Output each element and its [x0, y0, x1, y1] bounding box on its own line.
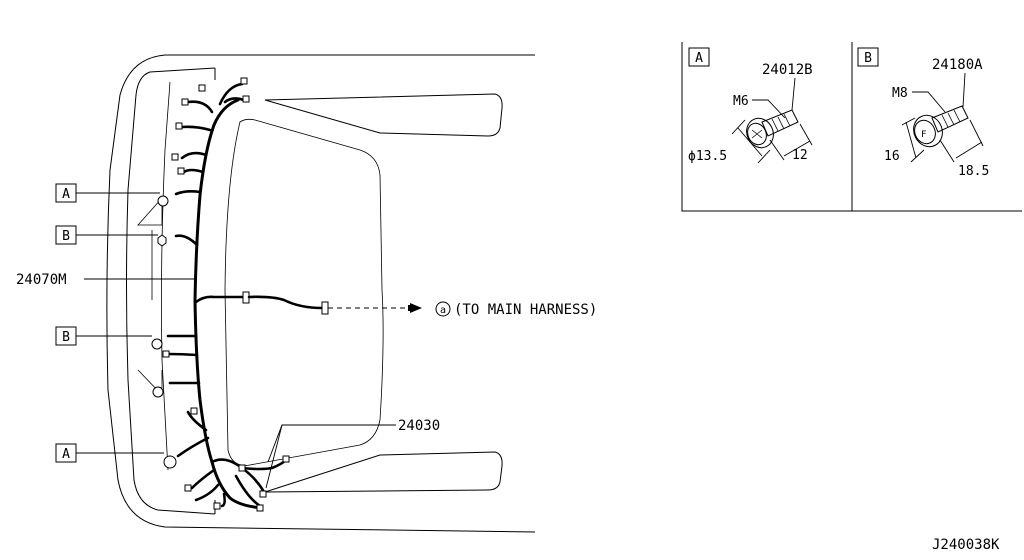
bolt-m8-icon: F [913, 105, 969, 148]
svg-text:F: F [921, 130, 926, 140]
callout-a-bottom: A [62, 447, 70, 462]
part-label-24030: 24030 [398, 418, 440, 434]
callout-b-bottom: B [62, 330, 70, 345]
detail-b-thread: M8 [892, 86, 908, 101]
sub-harness-callout: 24030 [265, 418, 440, 489]
detail-b-length: 18.5 [958, 164, 989, 179]
main-harness-link: a (TO MAIN HARNESS) [440, 302, 597, 318]
callout-a-top: A [62, 187, 70, 202]
connector-ref: a [440, 305, 446, 316]
detail-panel-frame [681, 42, 1022, 212]
detail-a-part-no: 24012B [762, 62, 813, 78]
detail-b-box: B [864, 51, 872, 66]
detail-a-diameter: ϕ13.5 [688, 149, 727, 164]
figure-code: J240038K [932, 537, 1000, 553]
harness-24070m [151, 77, 451, 512]
bolt-m6-icon [746, 109, 799, 149]
detail-a-thread: M6 [733, 94, 749, 109]
vehicle-body-outline [106, 54, 536, 533]
part-label-24070m: 24070M [16, 272, 67, 288]
detail-b-part-no: 24180A [932, 57, 983, 73]
detail-a-length: 12 [792, 148, 808, 163]
detail-a-bolt: A 24012B M6 ϕ13.5 12 [688, 47, 813, 164]
left-callouts: A B 24070M B A [16, 183, 194, 463]
detail-b-bolt: B 24180A M8 F 16 18.5 [857, 47, 989, 179]
detail-a-box: A [695, 51, 703, 66]
detail-b-height: 16 [884, 149, 900, 164]
callout-b-top: B [62, 229, 70, 244]
to-main-harness-label: (TO MAIN HARNESS) [454, 302, 597, 318]
